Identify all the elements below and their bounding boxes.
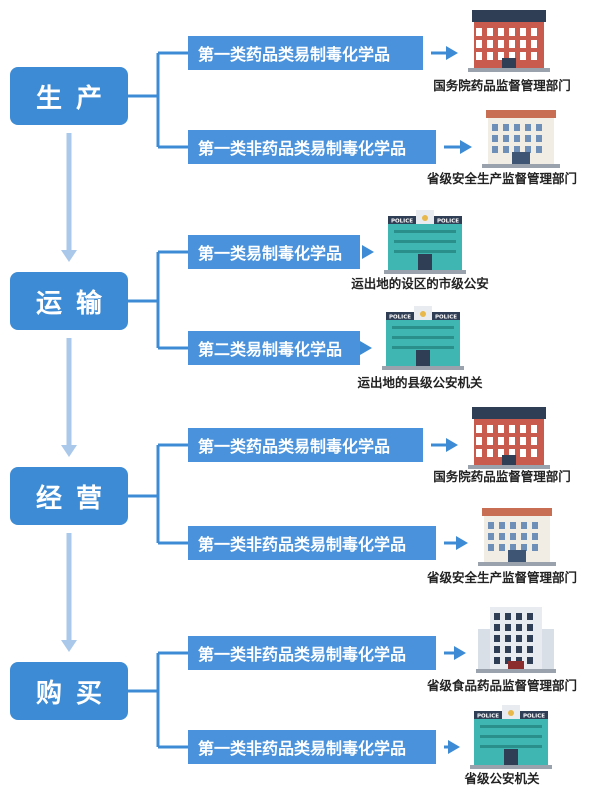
category-box: 第一类药品类易制毒化学品: [188, 428, 423, 462]
stage-box: 经营: [10, 467, 128, 525]
category-box: 第一类非药品类易制毒化学品: [188, 636, 436, 670]
svg-text:POLICE: POLICE: [437, 219, 459, 225]
svg-text:POLICE: POLICE: [435, 315, 457, 321]
department-label: 省级安全生产监督管理部门: [426, 570, 577, 585]
down-arrow-head: [61, 250, 77, 262]
svg-text:POLICE: POLICE: [523, 714, 545, 720]
right-arrow-head: [446, 46, 458, 60]
department-label: 国务院药品监督管理部门: [433, 78, 571, 93]
down-arrow-head: [61, 640, 77, 652]
office-building-icon: [482, 108, 560, 172]
svg-text:POLICE: POLICE: [391, 219, 413, 225]
brick-building-icon: [468, 405, 550, 473]
department-label: 运出地的县级公安机关: [357, 375, 483, 390]
right-arrow-head: [362, 245, 374, 259]
stage-box: 运输: [10, 272, 128, 330]
department-label: 省级公安机关: [464, 771, 540, 786]
right-arrow-head: [454, 646, 466, 660]
office-building-icon: [478, 506, 556, 570]
right-arrow-head: [456, 536, 468, 550]
department-label: 省级安全生产监督管理部门: [426, 171, 577, 186]
stage-box: 生产: [10, 67, 128, 125]
category-box: 第一类非药品类易制毒化学品: [188, 526, 436, 560]
category-box: 第一类易制毒化学品: [188, 235, 360, 269]
category-box: 第一类非药品类易制毒化学品: [188, 730, 436, 764]
tower-building-icon: [476, 605, 556, 677]
down-arrow-head: [61, 445, 77, 457]
police-station-icon: POLICE POLICE: [384, 210, 466, 278]
right-arrow-head: [460, 140, 472, 154]
police-station-icon: POLICE POLICE: [470, 705, 552, 773]
category-box: 第一类非药品类易制毒化学品: [188, 130, 436, 164]
right-arrow-head: [446, 438, 458, 452]
brick-building-icon: [468, 8, 550, 76]
right-arrow-head: [360, 341, 372, 355]
svg-text:POLICE: POLICE: [389, 315, 411, 321]
department-label: 省级食品药品监督管理部门: [426, 678, 577, 693]
police-station-icon: POLICE POLICE: [382, 306, 464, 374]
department-label: 国务院药品监督管理部门: [433, 469, 571, 484]
category-box: 第一类药品类易制毒化学品: [188, 36, 423, 70]
category-box: 第二类易制毒化学品: [188, 331, 360, 365]
right-arrow-head: [448, 740, 460, 754]
svg-text:POLICE: POLICE: [477, 714, 499, 720]
department-label: 运出地的设区的市级公安: [351, 276, 489, 291]
stage-box: 购买: [10, 662, 128, 720]
